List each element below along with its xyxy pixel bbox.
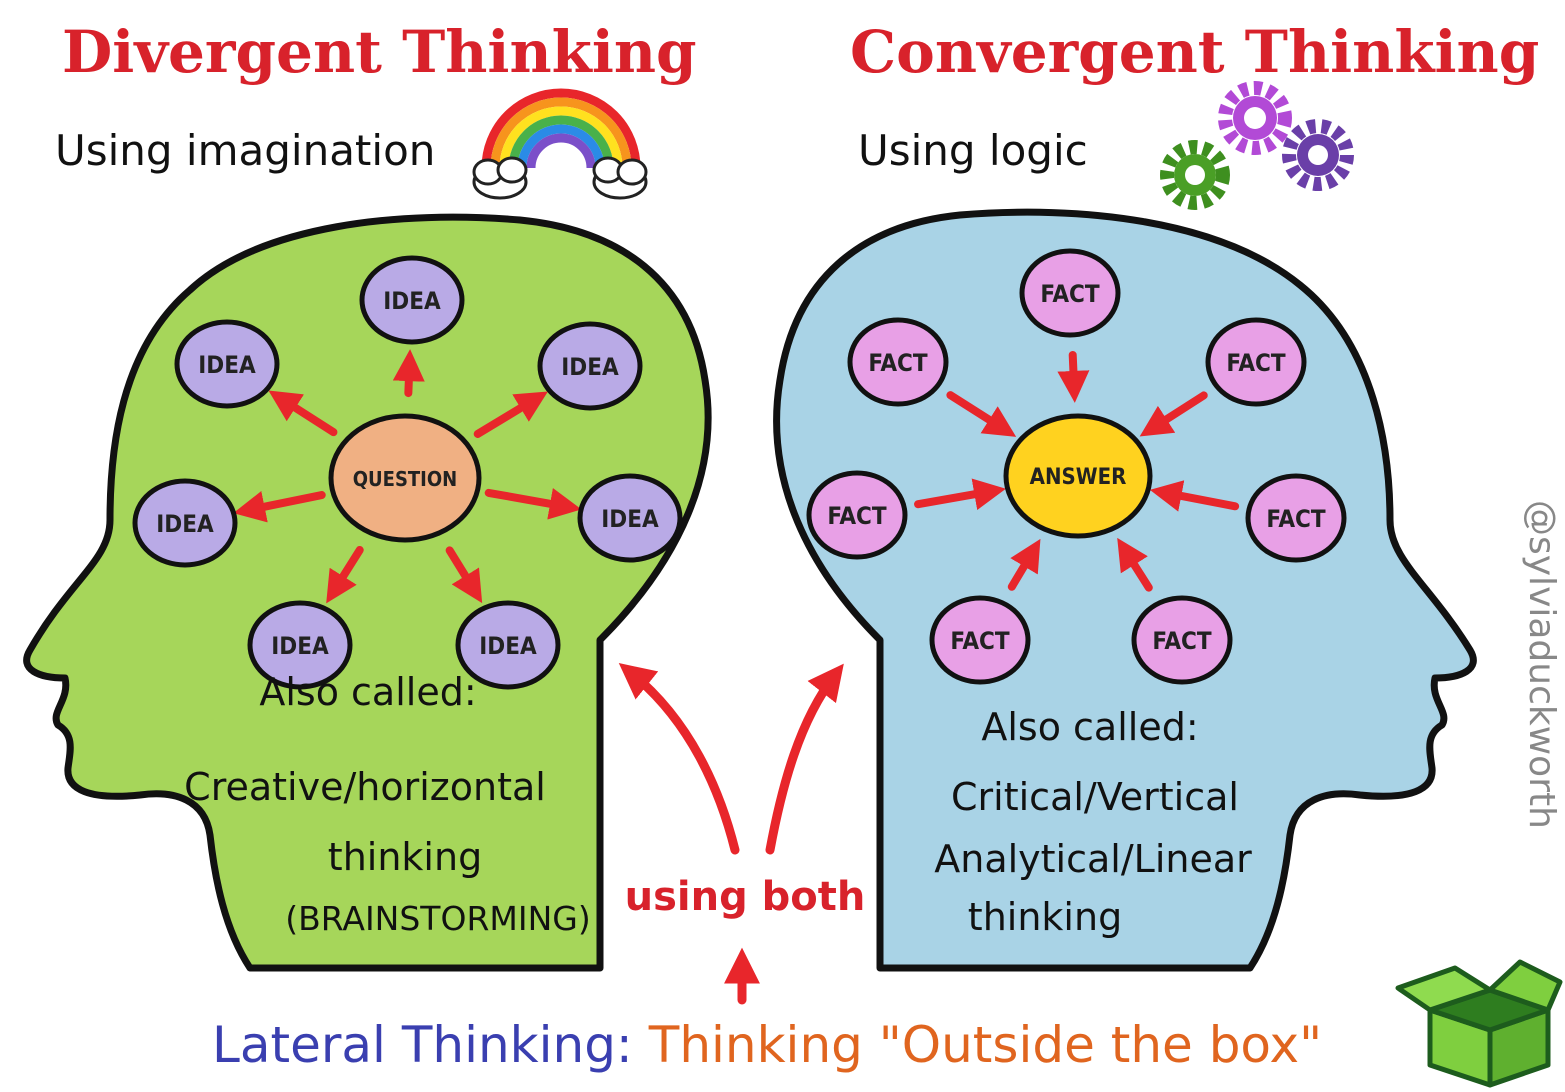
svg-text:FACT: FACT [1266,505,1326,533]
idea-node: IDEA [359,255,465,345]
idea-arrow [473,391,548,438]
gears-icon [1160,81,1354,210]
svg-text:IDEA: IDEA [561,353,619,381]
fact-node: FACT [1245,473,1347,563]
svg-text:IDEA: IDEA [156,510,214,538]
lateral-thinking-line: Lateral Thinking: Thinking "Outside the b… [212,1016,1322,1074]
divergent-also-called-line3: (BRAINSTORMING) [285,899,590,938]
convergent-also-called-line1: Critical/Vertical [951,775,1239,819]
using-both-label: using both [625,874,866,920]
convergent-arrows [914,350,1240,592]
idea-arrow [268,390,338,437]
question-label: QUESTION [353,467,457,491]
fact-node: FACT [1019,248,1121,338]
author-credit: @sylviaduckworth [1521,500,1562,829]
convergent-also-called-line2: Analytical/Linear [934,837,1252,881]
svg-text:FACT: FACT [1152,627,1212,655]
fact-node: FACT [847,317,949,407]
idea-node: IDEA [537,321,643,411]
svg-text:FACT: FACT [868,349,928,377]
convergent-also-called-line3: thinking [968,895,1122,939]
convergent-title: Convergent Thinking [850,18,1539,86]
idea-node: IDEA [247,600,353,690]
rainbow-icon [472,88,648,200]
fact-arrow [1057,350,1090,403]
idea-node: IDEA [455,600,561,690]
fact-arrow [1007,538,1041,591]
convergent-center-node: ANSWER [1003,413,1153,539]
convergent-also-called-label: Also called: [981,705,1198,749]
svg-text:FACT: FACT [950,627,1010,655]
fact-arrow [946,391,1017,437]
divergent-subtitle: Using imagination [55,126,435,175]
fact-arrow [914,478,1006,511]
divergent-also-called-line2: thinking [328,835,482,879]
fact-node: FACT [806,470,908,560]
svg-text:IDEA: IDEA [601,505,659,533]
fact-arrow [1117,537,1153,592]
svg-text:FACT: FACT [1040,280,1100,308]
idea-arrow [233,491,326,523]
lateral-text: Thinking "Outside the box" [648,1016,1322,1074]
svg-text:IDEA: IDEA [479,632,537,660]
divergent-arrows [233,349,582,604]
fact-arrow [1139,391,1208,437]
divergent-also-called-line1: Creative/horizontal [184,765,546,809]
open-box-icon [1395,959,1563,1088]
idea-arrow [392,349,425,398]
svg-text:FACT: FACT [827,502,887,530]
using-both-arrows [618,662,844,1005]
divergent-center-node: QUESTION [328,413,482,543]
fact-arrow [1149,480,1240,512]
idea-node: IDEA [174,319,280,409]
fact-node: FACT [1131,595,1233,685]
idea-node: IDEA [132,478,238,568]
svg-text:FACT: FACT [1226,349,1286,377]
blue-head-silhouette [773,208,1477,972]
idea-arrow [484,488,582,520]
lateral-label: Lateral Thinking: [212,1016,633,1074]
fact-node: FACT [929,595,1031,685]
convergent-subtitle: Using logic [858,126,1088,175]
idea-arrow [326,545,364,604]
fact-node: FACT [1205,317,1307,407]
divergent-title: Divergent Thinking [62,18,697,86]
svg-text:IDEA: IDEA [383,287,441,315]
idea-arrow [445,546,483,604]
divergent-also-called-label: Also called: [259,670,476,714]
svg-text:IDEA: IDEA [198,351,256,379]
answer-label: ANSWER [1030,465,1127,490]
idea-node: IDEA [577,473,683,563]
svg-text:IDEA: IDEA [271,632,329,660]
